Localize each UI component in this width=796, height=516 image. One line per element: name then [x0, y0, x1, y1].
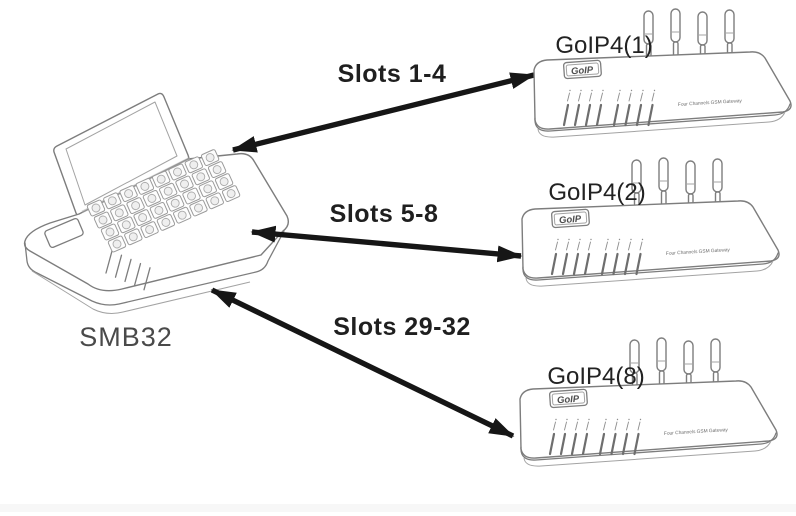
sim-slot-contact: [138, 213, 148, 223]
sim-slot-contact: [163, 186, 173, 196]
slots-29-32-label: Slots 29-32: [333, 313, 471, 341]
sim-slot: [124, 228, 143, 246]
smb32-label-recess: [44, 217, 84, 249]
smb32-skirt: [24, 230, 285, 306]
arrow-slots-29-32: [210, 287, 515, 439]
sim-slot: [182, 187, 201, 205]
sim-slot-contact: [196, 172, 206, 182]
sim-slot-contact: [98, 215, 108, 225]
sim-slot-contact: [170, 198, 180, 208]
sim-slot-contact: [121, 220, 131, 230]
smb32-drawing: [23, 92, 290, 314]
smb32-sim-grid: [86, 149, 241, 253]
goip-device-2-drawing: [520, 156, 781, 288]
sim-slot: [142, 190, 162, 207]
bottom-strip: [0, 504, 796, 512]
sim-slot: [156, 214, 176, 231]
sim-slot-contact: [147, 193, 157, 203]
smb32-base-lip: [31, 270, 251, 314]
sim-slot-contact: [114, 208, 124, 218]
goip-device-3-drawing: [518, 336, 779, 468]
sim-slot: [191, 168, 210, 186]
sim-slot-contact: [210, 196, 220, 206]
goip-device-2-label: GoIP4(2): [548, 179, 646, 206]
smb32-lid-bezel: [65, 101, 178, 206]
sim-slot-contact: [91, 203, 101, 213]
sim-slot: [110, 204, 129, 222]
sim-slot: [184, 156, 203, 174]
goip-device-1-label: GoIP4(1): [555, 32, 653, 59]
goip-device-1-drawing: [532, 7, 793, 139]
sim-slot-contact: [226, 189, 236, 199]
slots-1-4-label: Slots 1-4: [337, 60, 447, 88]
sim-slot: [214, 173, 234, 190]
sim-slot: [198, 180, 217, 198]
sim-slot-contact: [154, 205, 164, 215]
connection-arrows: [210, 72, 536, 439]
sim-slot-contact: [161, 217, 171, 227]
goip-device-3-label: GoIP4(8): [547, 363, 645, 390]
arrow-slots-5-8: [250, 225, 523, 263]
sim-slot-contact: [194, 203, 203, 213]
vent-line: [143, 267, 151, 291]
sim-slot: [107, 235, 127, 253]
sim-slot: [140, 221, 159, 238]
sim-slot: [168, 163, 187, 181]
sim-slot: [93, 211, 113, 229]
vent-line: [114, 254, 123, 278]
sim-slot: [86, 199, 106, 217]
sim-slot: [173, 206, 192, 224]
sim-slot: [103, 192, 122, 210]
sim-slot-contact: [128, 232, 138, 242]
sim-slot-contact: [205, 153, 215, 163]
sim-slot: [119, 185, 138, 202]
sim-slot-contact: [212, 165, 222, 175]
sim-slot: [221, 185, 241, 202]
sim-slot-contact: [180, 179, 189, 189]
sim-slot: [166, 194, 185, 212]
sim-slot-contact: [189, 160, 199, 170]
sim-slot: [100, 223, 120, 241]
sim-slot: [200, 149, 220, 166]
sim-slot-contact: [105, 227, 115, 237]
vent-line: [105, 250, 113, 274]
smb32-label: SMB32: [79, 322, 173, 352]
sim-slot-contact: [140, 181, 150, 191]
sim-slot: [126, 197, 145, 214]
sim-slot-contact: [203, 184, 213, 194]
sim-slot: [159, 182, 178, 200]
sim-slot-contact: [107, 196, 117, 206]
sim-slot-contact: [177, 210, 187, 220]
sim-slot: [205, 192, 224, 210]
slots-5-8-label: Slots 5-8: [329, 200, 439, 228]
sim-slot: [207, 161, 227, 178]
arrow-slots-1-4: [231, 72, 536, 153]
vent-line: [133, 262, 142, 287]
sim-slot: [189, 199, 208, 217]
sim-slot-contact: [187, 191, 196, 201]
sim-slot: [152, 170, 171, 188]
sim-slot: [135, 178, 155, 195]
sim-slot-contact: [219, 177, 229, 187]
sim-slot-contact: [156, 174, 166, 184]
sim-slot-contact: [124, 189, 134, 199]
sim-slot-contact: [131, 201, 141, 211]
sim-slot-contact: [173, 167, 182, 177]
vent-line: [124, 258, 132, 283]
sim-slot: [133, 209, 152, 226]
sim-slot: [175, 175, 194, 193]
sim-slot-contact: [145, 225, 155, 235]
sim-slot-contact: [112, 239, 122, 249]
sim-slot: [117, 216, 136, 234]
smb32-vent-group: [105, 250, 151, 291]
sim-slot: [149, 202, 169, 219]
